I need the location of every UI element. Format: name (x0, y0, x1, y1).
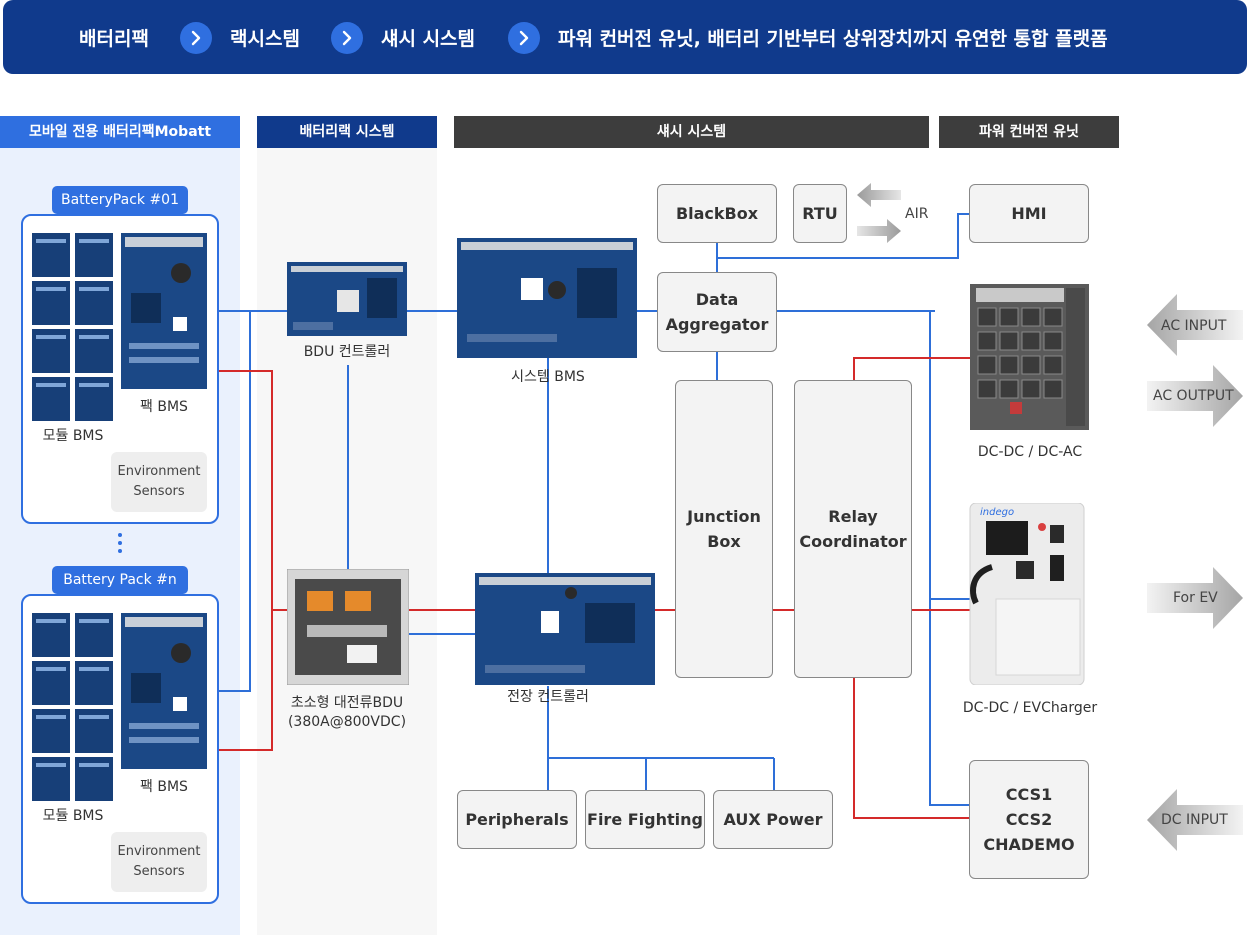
ev-charger-image (969, 503, 1085, 685)
battery-pack-1-title: BatteryPack #01 (52, 186, 188, 214)
dcdc-evcharger-label: DC-DC / EVCharger (962, 700, 1098, 716)
environment-sensors-n: Environment Sensors (111, 832, 207, 892)
ccs-chademo-box: CCS1 CCS2 CHADEMO (969, 760, 1089, 879)
module-bms-boards-n (32, 613, 113, 801)
blue-line-to-hmi (717, 213, 970, 259)
battery-pack-n-title: Battery Pack #n (52, 566, 188, 594)
banner-item-battery-pack: 배터리팩 (79, 28, 149, 50)
pack-bms-label-1: 팩 BMS (140, 399, 188, 415)
column-header-rack: 배터리랙 시스템 (257, 116, 437, 148)
banner-item-rack-system: 랙시스템 (230, 28, 300, 50)
chevron-right-icon (508, 22, 540, 54)
dcdc-dcac-cabinet-image (970, 284, 1089, 430)
blue-line-pcu-vertical (929, 311, 970, 806)
module-bms-boards-1 (32, 233, 113, 421)
red-line-packs (207, 370, 273, 751)
bdu-label-line1: 초소형 대전류BDU (290, 695, 404, 711)
relay-coordinator-box: Relay Coordinator (794, 380, 912, 678)
air-label: AIR (905, 206, 929, 222)
for-ev-label: For EV (1173, 590, 1218, 606)
data-aggregator-box: Data Aggregator (657, 272, 777, 352)
hmi-box: HMI (969, 184, 1089, 243)
for-ev-arrow-icon (1147, 567, 1243, 629)
pack-bms-board-1 (121, 233, 207, 389)
pack-bms-board-n (121, 613, 207, 769)
chevron-right-icon (331, 22, 363, 54)
chevron-right-icon (180, 22, 212, 54)
dc-input-label: DC INPUT (1161, 812, 1228, 828)
junction-box: Junction Box (675, 380, 773, 678)
electric-controller-board (475, 573, 655, 685)
system-bms-board (457, 238, 637, 358)
pack-bms-label-n: 팩 BMS (140, 779, 188, 795)
blackbox-box: BlackBox (657, 184, 777, 243)
red-line-relay-to-dcdc (853, 357, 970, 380)
fire-fighting-box: Fire Fighting (585, 790, 705, 849)
rtu-box: RTU (793, 184, 847, 243)
blue-line-packn-bus (207, 311, 251, 692)
column-header-mobatt: 모바일 전용 배터리팩Mobatt (0, 116, 240, 148)
red-line-relay-to-ccs (853, 678, 970, 819)
ac-input-label: AC INPUT (1161, 318, 1227, 334)
bdu-unit-image (287, 569, 409, 685)
ac-output-label: AC OUTPUT (1153, 388, 1234, 404)
bdu-label-line2: (380A@800VDC) (287, 714, 407, 730)
top-banner: 배터리팩 랙시스템 섀시 시스템 파워 컨버전 유닛, 배터리 기반부터 상위장… (3, 0, 1247, 74)
blue-line-peripherals-bus (547, 686, 775, 790)
ac-input-arrow-icon (1147, 294, 1243, 356)
banner-item-chassis-system: 섀시 시스템 (381, 28, 476, 50)
peripherals-box: Peripherals (457, 790, 577, 849)
electric-controller-label: 전장 컨트롤러 (507, 689, 589, 705)
banner-item-pcu: 파워 컨버전 유닛, 배터리 기반부터 상위장치까지 유연한 통합 플랫폼 (558, 28, 1108, 50)
dc-input-arrow-icon (1147, 789, 1243, 851)
aux-power-box: AUX Power (713, 790, 833, 849)
module-bms-label-n: 모듈 BMS (42, 808, 104, 824)
dcdc-dcac-label: DC-DC / DC-AC (977, 444, 1083, 460)
air-arrows-icon (857, 183, 901, 243)
charger-brand: indego (980, 507, 1015, 518)
module-bms-label-1: 모듈 BMS (42, 428, 104, 444)
column-header-chassis: 섀시 시스템 (454, 116, 929, 148)
system-bms-label: 시스템 BMS (511, 369, 585, 385)
bdu-controller-label: BDU 컨트롤러 (303, 344, 391, 360)
environment-sensors-1: Environment Sensors (111, 452, 207, 512)
bdu-controller-board (287, 262, 407, 336)
ac-output-arrow-icon (1147, 365, 1243, 427)
column-header-pcu: 파워 컨버전 유닛 (939, 116, 1119, 148)
